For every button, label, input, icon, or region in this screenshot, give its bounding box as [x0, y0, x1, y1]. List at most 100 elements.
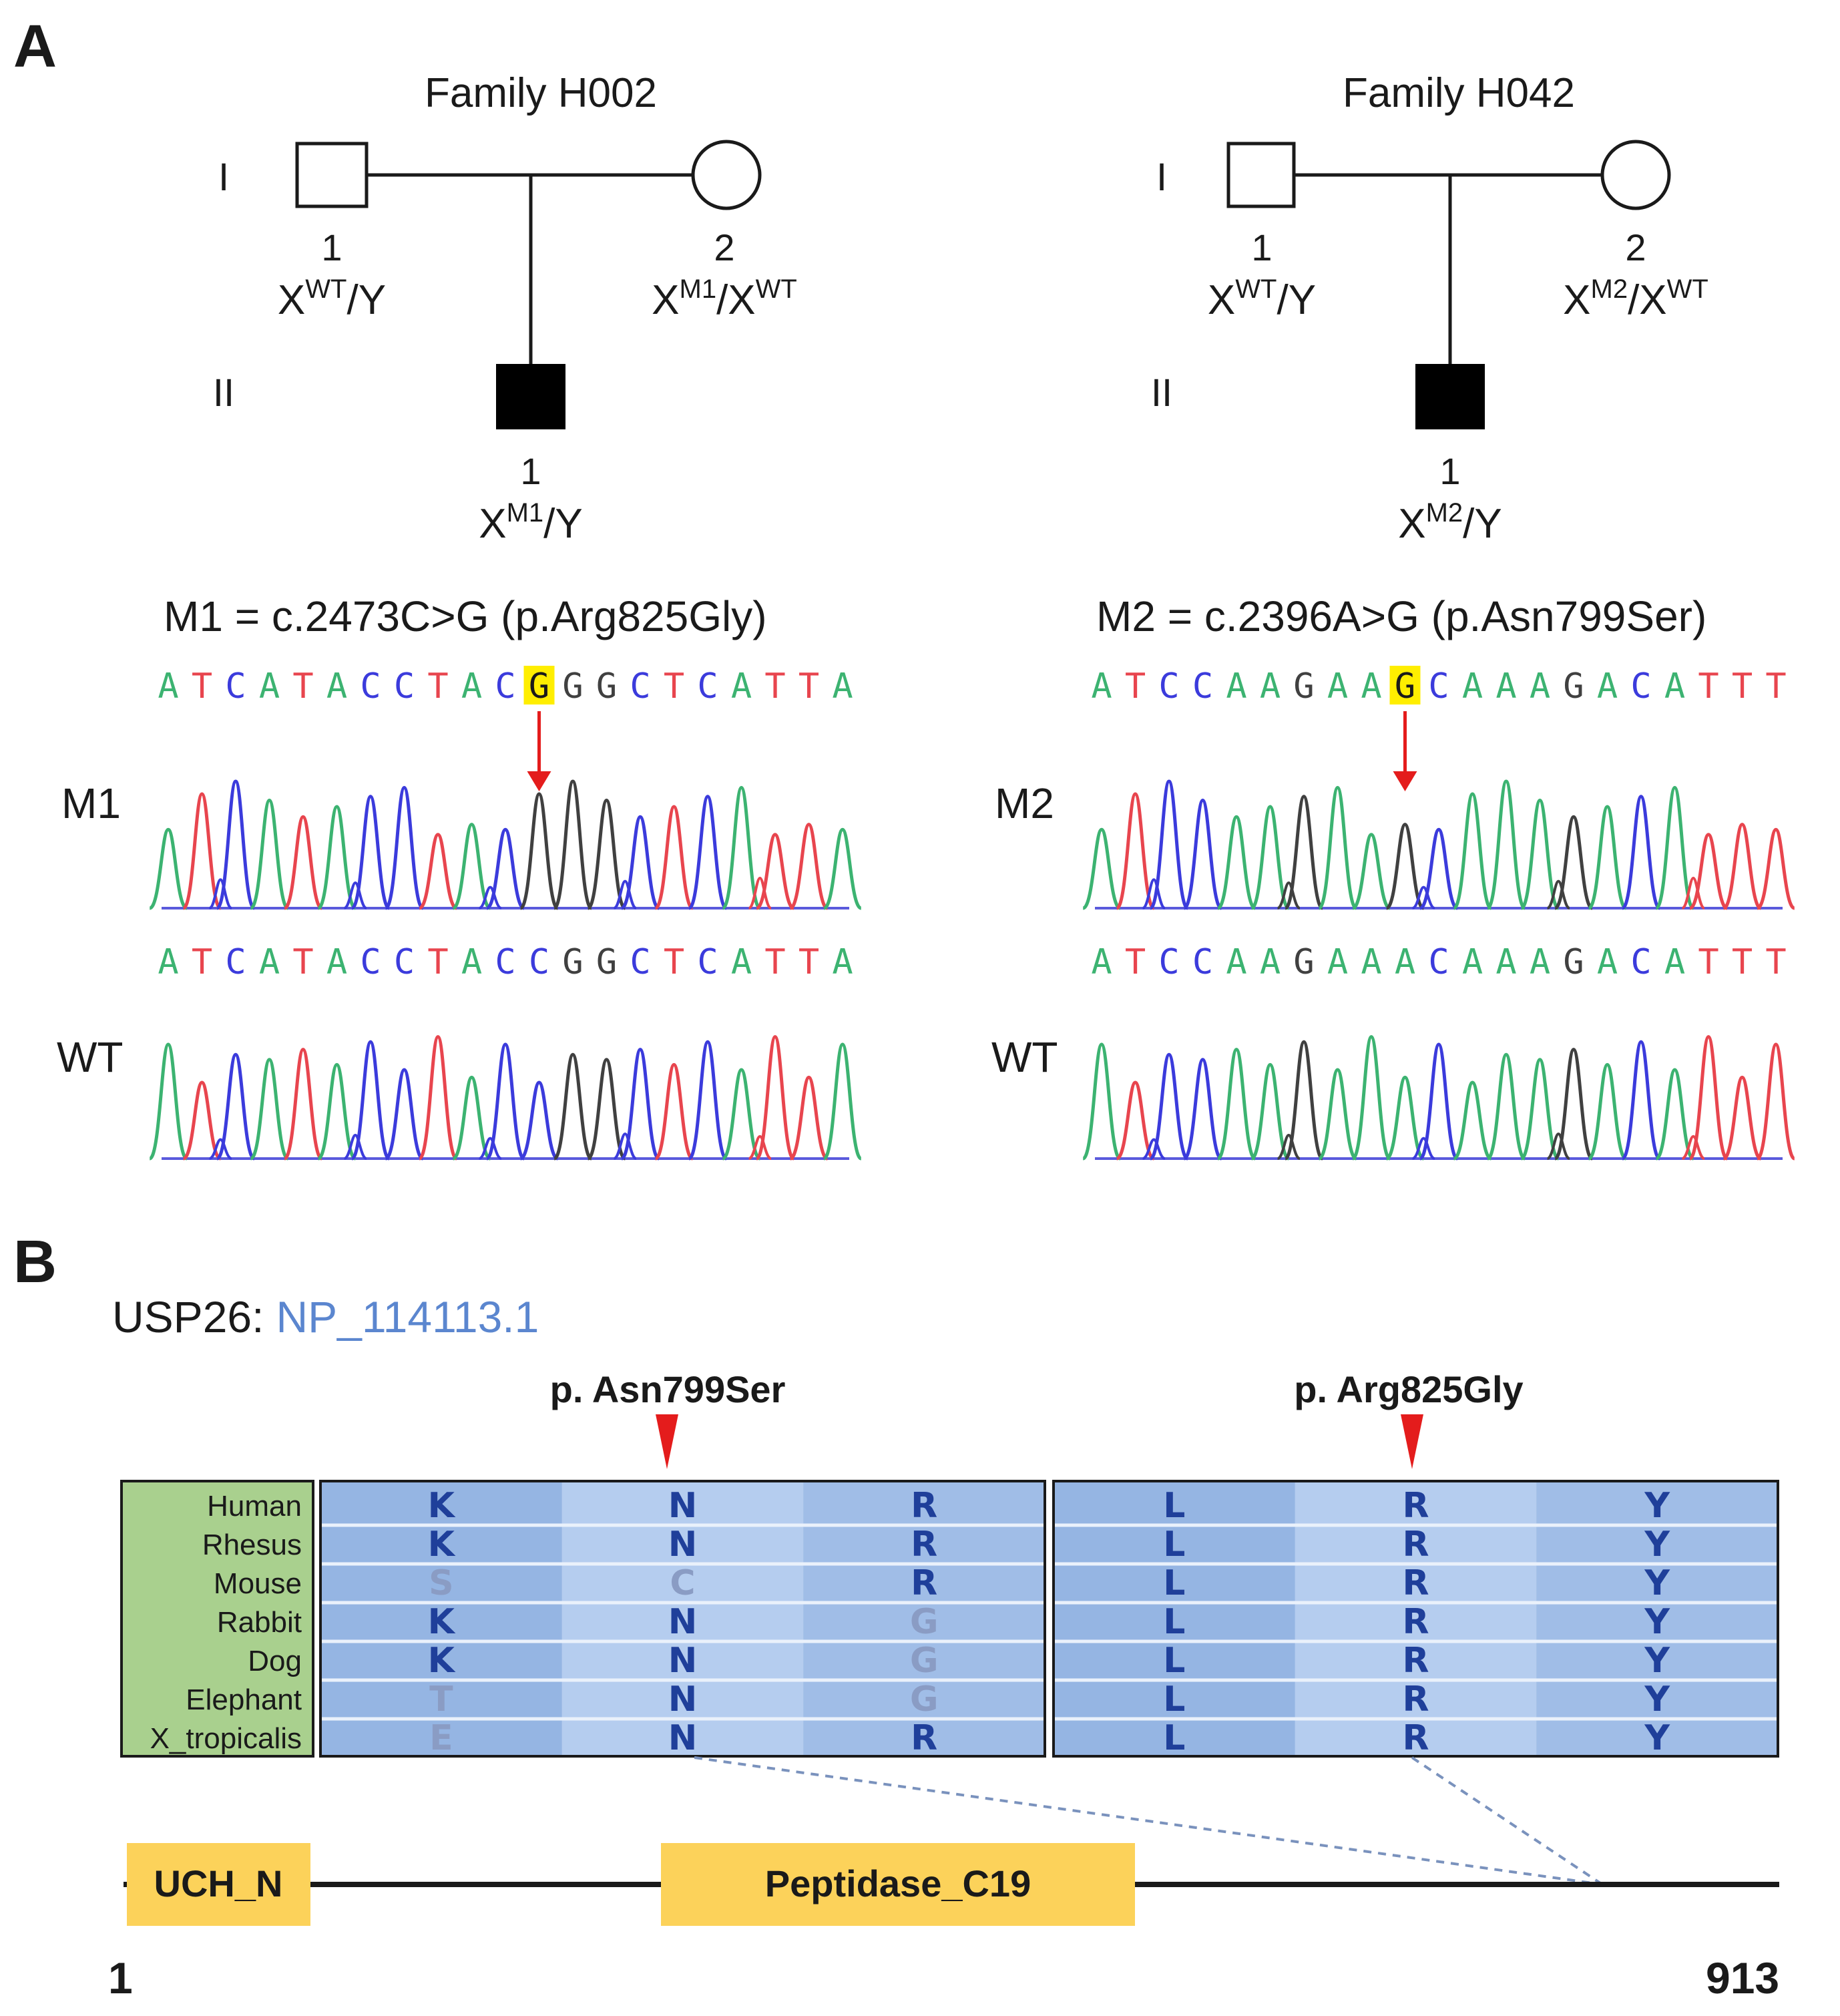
chromatogram-minor-peak — [208, 878, 232, 910]
chromatogram-peak — [1486, 1052, 1526, 1161]
chromatogram-peak — [620, 815, 660, 910]
chromatogram-peak — [552, 779, 594, 910]
sequence-base: T — [427, 666, 448, 707]
sequence-base: A — [731, 666, 752, 707]
arrow-head-icon — [1393, 771, 1417, 791]
chromatogram-peak — [1520, 1058, 1560, 1161]
chromatogram-peak — [789, 823, 829, 910]
sequence-base: T — [192, 666, 212, 707]
sequence-base: C — [1158, 942, 1179, 982]
sequence-base: T — [1765, 942, 1786, 982]
trace-label-m2: M2 — [995, 779, 1054, 827]
variant-marker-icon — [1401, 1414, 1423, 1469]
residue: R — [911, 1718, 937, 1758]
sequence-base: A — [731, 942, 752, 982]
chromatogram-peak — [754, 1035, 796, 1161]
generation-label: II — [213, 371, 234, 415]
sequence-base: A — [1327, 666, 1348, 707]
genotype-mother: XM1/XWT — [652, 274, 797, 323]
gene-label: USP26:NP_114113.1 — [112, 1292, 539, 1342]
trace-label-wt: WT — [57, 1033, 124, 1081]
sequence-base: C — [529, 942, 549, 982]
chromatogram-peak — [350, 1040, 391, 1161]
uch-n-domain — [127, 1843, 310, 1926]
individual-number: 2 — [1625, 226, 1646, 268]
sequence-base: T — [1698, 942, 1718, 982]
protein-domain-diagram: UCH_N Peptidase_C19 1 913 — [108, 1756, 1779, 2003]
residue: G — [910, 1641, 939, 1681]
sequence-base: C — [360, 666, 381, 707]
sequence-base: C — [225, 942, 246, 982]
species-label: Rabbit — [217, 1606, 302, 1639]
sequence-base: A — [1462, 666, 1483, 707]
residue: Y — [1644, 1525, 1670, 1565]
chromatogram-peak — [1419, 827, 1459, 910]
residue: N — [668, 1718, 698, 1758]
chromatogram-peak — [249, 798, 290, 910]
chromatogram-peak — [1250, 1062, 1290, 1161]
chromatogram-peak — [317, 1062, 357, 1161]
residue: N — [668, 1602, 698, 1642]
pedigree-h042: Family H042 I II 1 XWT/Y 2 XM2/XWT 1 XM2… — [1151, 70, 1708, 547]
residue: L — [1163, 1563, 1185, 1603]
sequence-base: T — [798, 666, 819, 707]
residue: S — [429, 1563, 453, 1603]
family-title: Family H002 — [425, 70, 657, 116]
individual-number: 1 — [321, 226, 342, 268]
sequence-base: G — [1563, 666, 1584, 707]
chromatogram-peak — [654, 1062, 694, 1161]
chromatogram-peak — [317, 805, 357, 910]
chromatogram-minor-peak — [1411, 1137, 1435, 1160]
chromatogram-peak — [1385, 823, 1425, 910]
species-box — [120, 1480, 314, 1758]
chromatogram-minor-peak — [1681, 876, 1706, 910]
residue: L — [1163, 1602, 1185, 1642]
generation-label: I — [218, 156, 229, 199]
chromatogram-peak — [452, 1075, 491, 1161]
sequence-base: C — [697, 942, 718, 982]
chromatogram-peak — [620, 1048, 661, 1161]
individual-number: 1 — [1439, 450, 1460, 492]
chromatogram-peak — [721, 785, 762, 910]
chromatogram-peak — [417, 1035, 459, 1161]
chromatogram-peak — [485, 1042, 525, 1161]
sequence-base: A — [1530, 666, 1550, 707]
generation-label: I — [1156, 156, 1167, 199]
chromatogram-peak — [1216, 815, 1256, 910]
residue: K — [428, 1641, 456, 1681]
sequence-base: C — [630, 942, 650, 982]
pedigree-h002: Family H002 I II 1 XWT/Y 2 XM1/XWT 1 XM1… — [213, 70, 797, 547]
chromatogram-peak — [1756, 827, 1796, 910]
panel-b-letter: B — [13, 1229, 57, 1295]
variant-marker-icon — [656, 1414, 678, 1469]
chromatogram-peak — [586, 798, 627, 910]
chromatogram-peak — [1351, 1035, 1392, 1161]
chromatogram-minor-peak — [1681, 1135, 1705, 1160]
sequence-base: T — [1125, 942, 1146, 982]
sequence-base: C — [630, 666, 650, 707]
sequence-base: A — [1496, 666, 1516, 707]
father-square — [1226, 142, 1296, 208]
variant-highlight — [1389, 666, 1421, 704]
chromatogram-peak — [1082, 1042, 1122, 1161]
sequence-base: A — [326, 942, 347, 982]
chromatogram-peak — [1620, 795, 1662, 910]
residue: N — [668, 1486, 698, 1526]
mother-circle — [1600, 140, 1671, 210]
sequence-base: A — [326, 666, 347, 707]
trace-label-wt: WT — [991, 1033, 1058, 1081]
chromatogram-peak — [1688, 833, 1729, 910]
sequence-base: T — [192, 942, 212, 982]
chromatogram-peak — [1351, 833, 1391, 910]
chromatogram-peak — [1082, 827, 1122, 910]
chromatogram-peak — [1654, 785, 1695, 910]
generation-label: II — [1151, 371, 1172, 415]
genotype-son: XM2/Y — [1398, 498, 1502, 547]
chromatogram-peak — [216, 1052, 256, 1161]
residue: K — [428, 1602, 456, 1642]
sequence-base: G — [529, 666, 549, 707]
genotype-mother: XM2/XWT — [1563, 274, 1708, 323]
sequence-base: T — [664, 666, 684, 707]
chromatogram-peak — [1553, 1048, 1594, 1161]
sequence-base: A — [1664, 666, 1685, 707]
